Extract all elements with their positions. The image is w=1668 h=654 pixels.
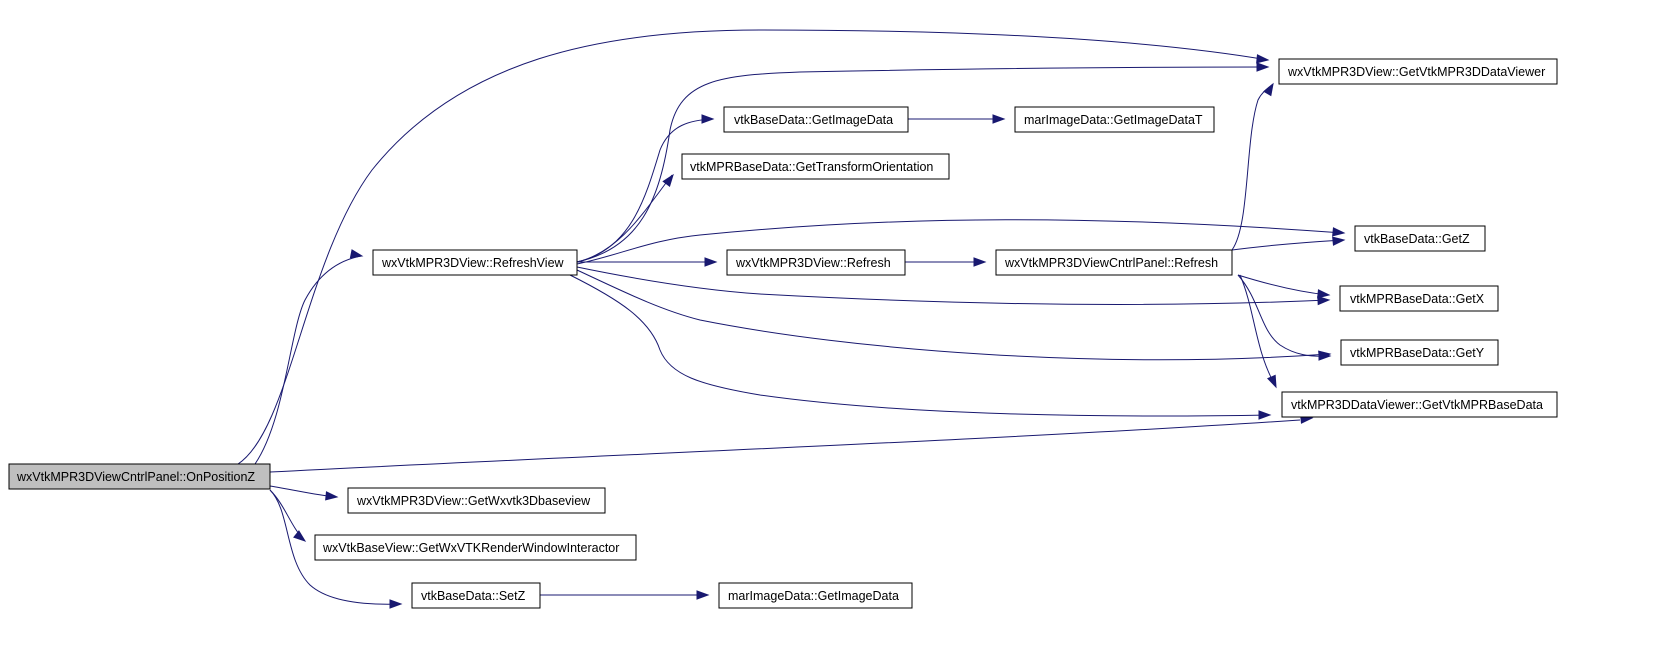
edge-refreshview-to-getx-arrowhead [1317, 295, 1331, 306]
edge-panel-refresh-to-getx-line [1237, 274, 1329, 296]
edge-refreshview-to-getvtkmprbasedata-line [569, 274, 1271, 417]
edge-onpositionz-to-getvtkmpr3ddataviewer-arrowhead [1256, 54, 1270, 64]
edge-onpositionz-to-refreshview-arrowhead [349, 249, 364, 259]
node-getvtkmpr3ddataviewer-label: wxVtkMPR3DView::GetVtkMPR3DDataViewer [1287, 65, 1545, 79]
node-getwxvtkrenderwindowinteractor-label: wxVtkBaseView::GetWxVTKRenderWindowInter… [322, 541, 619, 555]
node-refreshview-label: wxVtkMPR3DView::RefreshView [381, 256, 565, 270]
edge-refreshview-to-view-refresh-arrowhead [704, 257, 718, 267]
edge-refreshview-to-gety [576, 269, 1332, 361]
edge-panel-refresh-to-getvtkmpr3ddataviewer [1231, 82, 1274, 251]
node-getz[interactable]: vtkBaseData::GetZ [1354, 225, 1486, 252]
edge-panel-refresh-to-gety-line [1237, 274, 1330, 357]
edge-panel-refresh-to-gety [1237, 274, 1332, 361]
edge-panel-refresh-to-getx-arrowhead [1317, 289, 1331, 299]
edge-panel-refresh-to-getz-line [1231, 239, 1344, 251]
edge-setz-to-marimagedata-getimagedata [540, 590, 710, 600]
edge-onpositionz-to-getvtkmpr3ddataviewer-line [237, 29, 1269, 465]
node-getvtkmprbasedata-label: vtkMPR3DDataViewer::GetVtkMPRBaseData [1291, 398, 1543, 412]
node-gety-label: vtkMPRBaseData::GetY [1350, 346, 1485, 360]
node-onpositionz[interactable]: wxVtkMPR3DViewCntrlPanel::OnPositionZ [8, 463, 271, 490]
edge-refreshview-to-view-refresh [577, 257, 718, 267]
node-vtkbasedata-getimagedata[interactable]: vtkBaseData::GetImageData [723, 106, 909, 133]
edge-onpositionz-to-setz-line [269, 489, 401, 605]
edge-onpositionz-to-refreshview [254, 249, 364, 465]
edge-refreshview-to-getx [576, 266, 1331, 306]
edge-panel-refresh-to-getvtkmprbasedata [1239, 274, 1277, 389]
edge-onpositionz-to-getwxvtkrenderwindowinteractor-arrowhead [293, 530, 307, 542]
edge-panel-refresh-to-getvtkmprbasedata-arrowhead [1267, 374, 1277, 389]
node-getx[interactable]: vtkMPRBaseData::GetX [1339, 285, 1499, 312]
edge-refreshview-to-vtkbasedata-getimagedata-arrowhead [701, 114, 715, 124]
edge-vtkbasedata-getimagedata-to-getimagedatat [908, 114, 1006, 124]
edge-onpositionz-to-setz [269, 489, 403, 609]
edge-refreshview-to-getvtkmpr3ddataviewer-arrowhead [1256, 62, 1270, 72]
edge-refreshview-to-vtkbasedata-getimagedata-line [576, 118, 714, 263]
node-gettransformorientation[interactable]: vtkMPRBaseData::GetTransformOrientation [681, 153, 950, 180]
node-panel-refresh-label: wxVtkMPR3DViewCntrlPanel::Refresh [1004, 256, 1218, 270]
edge-refreshview-to-gettransformorientation [576, 173, 674, 263]
node-getx-label: vtkMPRBaseData::GetX [1350, 292, 1485, 306]
edge-panel-refresh-to-gety-arrowhead [1318, 351, 1332, 361]
edge-refreshview-to-gety-line [576, 269, 1330, 361]
edge-onpositionz-to-getvtkmprbasedata-line [269, 419, 1301, 473]
node-getvtkmprbasedata[interactable]: vtkMPR3DDataViewer::GetVtkMPRBaseData [1281, 391, 1558, 418]
edge-vtkbasedata-getimagedata-to-getimagedatat-arrowhead [992, 114, 1006, 124]
edge-panel-refresh-to-getz-arrowhead [1332, 236, 1346, 246]
edge-refreshview-to-getz [576, 219, 1346, 265]
node-getwxvtk3dbaseview[interactable]: wxVtkMPR3DView::GetWxvtk3Dbaseview [347, 487, 606, 514]
edge-onpositionz-to-getwxvtk3dbaseview-arrowhead [325, 491, 339, 501]
node-marimagedata-getimagedata-label: marImageData::GetImageData [728, 589, 899, 603]
edge-refreshview-to-getz-line [576, 219, 1344, 265]
edge-panel-refresh-to-getvtkmpr3ddataviewer-line [1231, 83, 1274, 251]
node-setz[interactable]: vtkBaseData::SetZ [411, 582, 541, 609]
node-getimagedatat[interactable]: marImageData::GetImageDataT [1014, 106, 1215, 133]
edge-view-refresh-to-panel-refresh-arrowhead [973, 257, 987, 267]
edge-panel-refresh-to-getvtkmpr3ddataviewer-arrowhead [1263, 82, 1274, 97]
node-getimagedatat-label: marImageData::GetImageDataT [1024, 113, 1203, 127]
edge-refreshview-to-gettransformorientation-arrowhead [662, 173, 674, 188]
node-gettransformorientation-label: vtkMPRBaseData::GetTransformOrientation [690, 160, 933, 174]
edge-refreshview-to-getz-arrowhead [1332, 227, 1346, 237]
node-getwxvtk3dbaseview-label: wxVtkMPR3DView::GetWxvtk3Dbaseview [356, 494, 591, 508]
node-vtkbasedata-getimagedata-label: vtkBaseData::GetImageData [734, 113, 893, 127]
node-refreshview[interactable]: wxVtkMPR3DView::RefreshView [372, 249, 578, 276]
edge-refreshview-to-vtkbasedata-getimagedata [576, 114, 715, 263]
node-gety[interactable]: vtkMPRBaseData::GetY [1340, 339, 1499, 366]
edge-panel-refresh-to-getvtkmprbasedata-line [1239, 274, 1276, 386]
node-panel-refresh[interactable]: wxVtkMPR3DViewCntrlPanel::Refresh [995, 249, 1233, 276]
edge-setz-to-marimagedata-getimagedata-arrowhead [696, 590, 710, 600]
edge-onpositionz-to-refreshview-line [254, 255, 362, 465]
edge-refreshview-to-getvtkmprbasedata [569, 274, 1272, 420]
node-getvtkmpr3ddataviewer[interactable]: wxVtkMPR3DView::GetVtkMPR3DDataViewer [1278, 58, 1558, 85]
node-setz-label: vtkBaseData::SetZ [421, 589, 526, 603]
edge-refreshview-to-getvtkmprbasedata-arrowhead [1258, 410, 1272, 420]
edge-refreshview-to-gettransformorientation-line [576, 174, 673, 263]
node-view-refresh[interactable]: wxVtkMPR3DView::Refresh [726, 249, 906, 276]
node-onpositionz-label: wxVtkMPR3DViewCntrlPanel::OnPositionZ [16, 470, 255, 484]
edge-onpositionz-to-getwxvtk3dbaseview [269, 485, 339, 501]
edge-onpositionz-to-getvtkmpr3ddataviewer [237, 29, 1270, 465]
node-getwxvtkrenderwindowinteractor[interactable]: wxVtkBaseView::GetWxVTKRenderWindowInter… [314, 534, 637, 561]
edge-view-refresh-to-panel-refresh [905, 257, 987, 267]
edge-panel-refresh-to-getz [1231, 236, 1346, 251]
node-marimagedata-getimagedata[interactable]: marImageData::GetImageData [718, 582, 913, 609]
node-view-refresh-label: wxVtkMPR3DView::Refresh [735, 256, 891, 270]
edge-onpositionz-to-setz-arrowhead [389, 599, 403, 609]
edge-refreshview-to-getx-line [576, 266, 1329, 306]
node-getz-label: vtkBaseData::GetZ [1364, 232, 1470, 246]
edge-panel-refresh-to-getx [1237, 274, 1331, 299]
edge-onpositionz-to-getvtkmprbasedata [269, 414, 1314, 473]
